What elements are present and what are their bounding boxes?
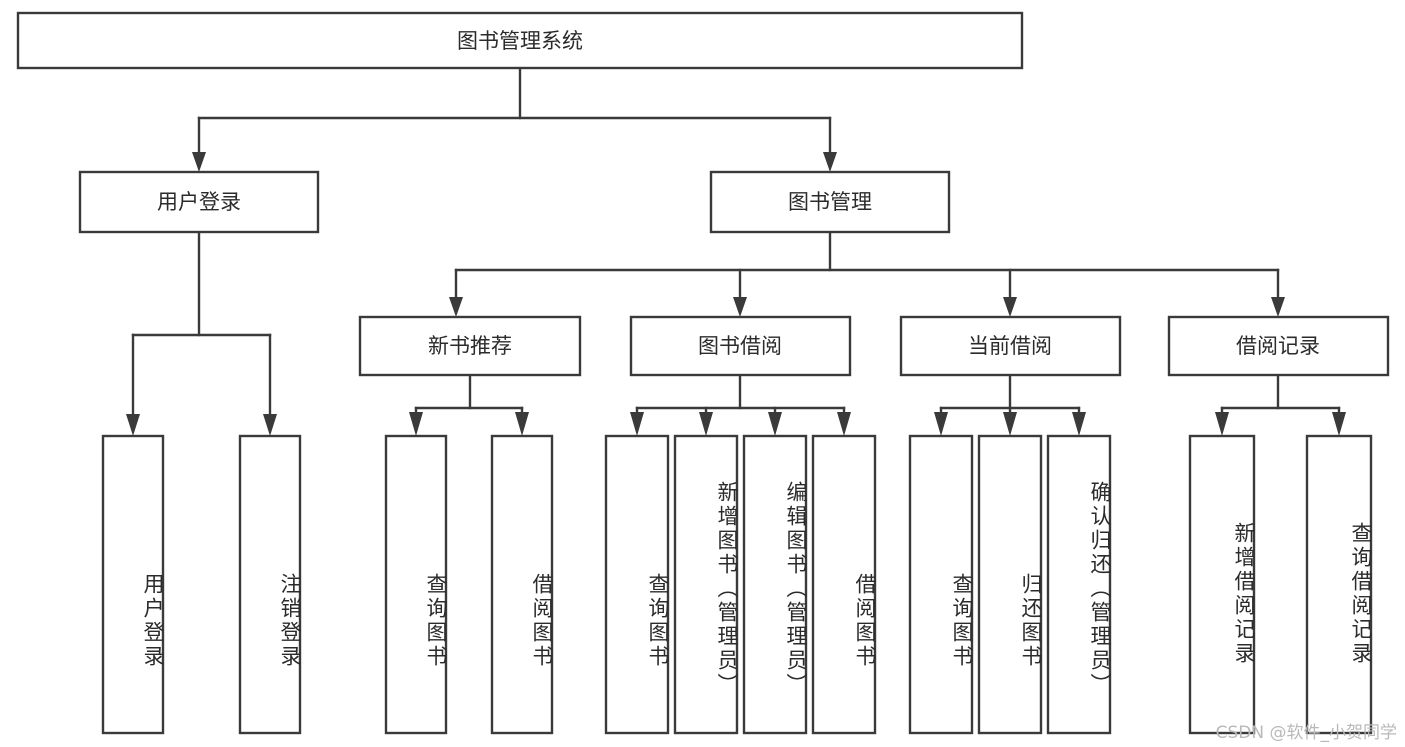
- leaf-current-borrow-2[interactable]: [1046, 434, 1112, 735]
- leaf-current-borrow-0[interactable]: [908, 434, 974, 735]
- leaf-new-book-1[interactable]: [490, 434, 554, 735]
- connector-root-to-level2: [192, 66, 837, 172]
- node-book-borrow[interactable]: [629, 315, 852, 377]
- node-current-borrow[interactable]: [899, 315, 1122, 377]
- connector-book-borrow-to-leaves: [630, 373, 851, 436]
- node-book-management[interactable]: [709, 170, 951, 234]
- leaf-book-borrow-3[interactable]: [811, 434, 877, 735]
- connector-current-borrow-to-leaves: [934, 373, 1086, 436]
- node-borrow-record[interactable]: [1167, 315, 1390, 377]
- leaf-borrow-record-1[interactable]: [1305, 434, 1373, 735]
- leaf-book-borrow-1[interactable]: [673, 434, 739, 735]
- leaf-user-login-0[interactable]: [101, 434, 165, 735]
- node-root[interactable]: [16, 11, 1024, 70]
- leaf-new-book-0[interactable]: [384, 434, 448, 735]
- node-user-login-label: 用户登录: [157, 190, 241, 214]
- node-book-management-label: 图书管理: [788, 190, 872, 214]
- node-current-borrow-label: 当前借阅: [968, 334, 1052, 358]
- leaf-user-login-1[interactable]: [238, 434, 302, 735]
- node-borrow-record-label: 借阅记录: [1236, 334, 1320, 358]
- leaf-book-borrow-0[interactable]: [604, 434, 670, 735]
- connector-borrow-record-to-leaves: [1215, 373, 1346, 436]
- connector-new-book-to-leaves: [409, 373, 529, 436]
- leaf-book-borrow-2[interactable]: [742, 434, 808, 735]
- node-new-book-recommend[interactable]: [358, 315, 582, 377]
- connector-book-mgmt-to-level3: [449, 230, 1285, 317]
- connector-user-login-to-leaves: [126, 230, 277, 436]
- node-new-book-recommend-label: 新书推荐: [428, 334, 512, 358]
- node-book-borrow-label: 图书借阅: [698, 334, 782, 358]
- leaf-current-borrow-1[interactable]: [977, 434, 1043, 735]
- csdn-watermark: CSDN @软件_小贺同学: [1215, 723, 1397, 743]
- node-user-login[interactable]: [78, 170, 320, 234]
- node-root-label: 图书管理系统: [457, 29, 583, 53]
- leaf-borrow-record-0[interactable]: [1188, 434, 1256, 735]
